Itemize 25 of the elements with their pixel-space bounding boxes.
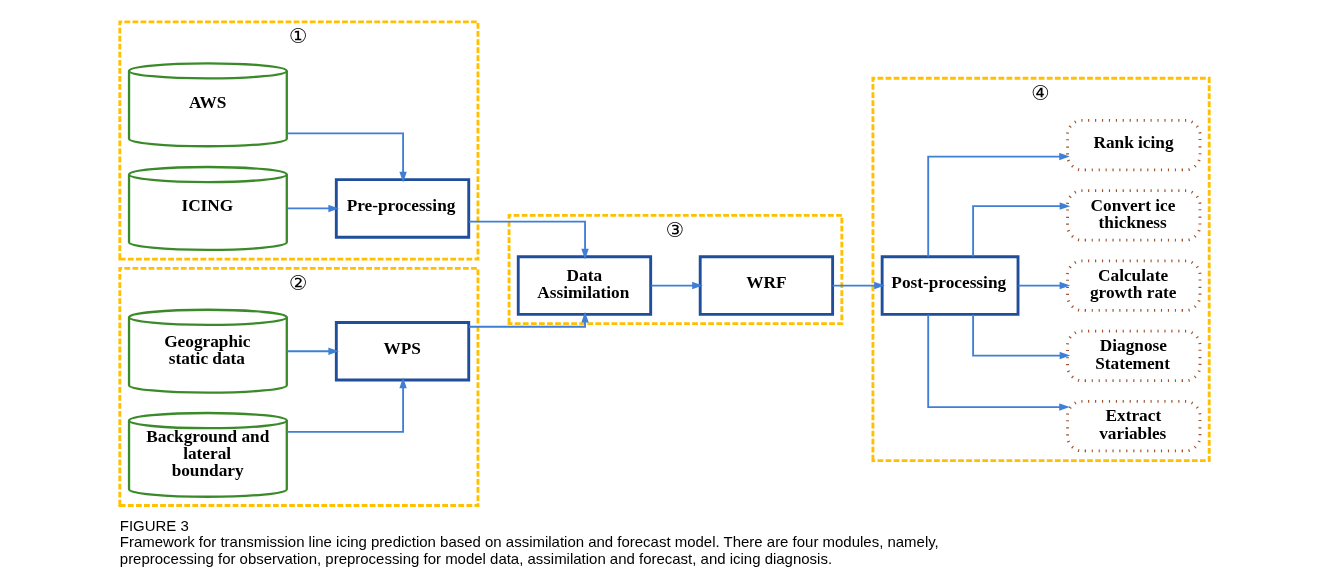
- diagram-title: FIGURE 3: [119, 517, 189, 535]
- node-box: Convert ice thickness: [1065, 189, 1201, 242]
- arrow: [1017, 281, 1070, 290]
- arrow: [467, 311, 589, 328]
- node-box: Diagnose Statement: [1065, 329, 1201, 383]
- node-box: Rank icing: [1065, 118, 1201, 172]
- node-box: WRF: [698, 255, 834, 316]
- node-box: WPS: [334, 321, 470, 382]
- arrow: [926, 152, 1070, 258]
- node-box: Extract variables: [1065, 399, 1201, 453]
- arrow: [971, 313, 1070, 360]
- arrow: [285, 132, 407, 183]
- caption: Framework for transmission line icing prediction based on assimilation and forecast model. There are four modules, namely, preprocessing for observation, preprocessing for model data, assimilation and forecast, and icing diagnosis.: [119, 533, 939, 567]
- node-box: Calculate growth rate: [1065, 259, 1201, 312]
- arrow: [285, 204, 339, 213]
- node-box: Pre-processing: [334, 178, 470, 239]
- arrow: [285, 347, 339, 355]
- node-box: Post-processing: [880, 255, 1019, 316]
- arrow: [831, 281, 885, 290]
- node-box: Data Assimilation: [516, 255, 652, 316]
- arrow: [285, 377, 407, 433]
- arrow: [649, 281, 703, 290]
- arrow: [467, 220, 589, 260]
- arrow: [971, 202, 1070, 258]
- arrow: [926, 313, 1070, 411]
